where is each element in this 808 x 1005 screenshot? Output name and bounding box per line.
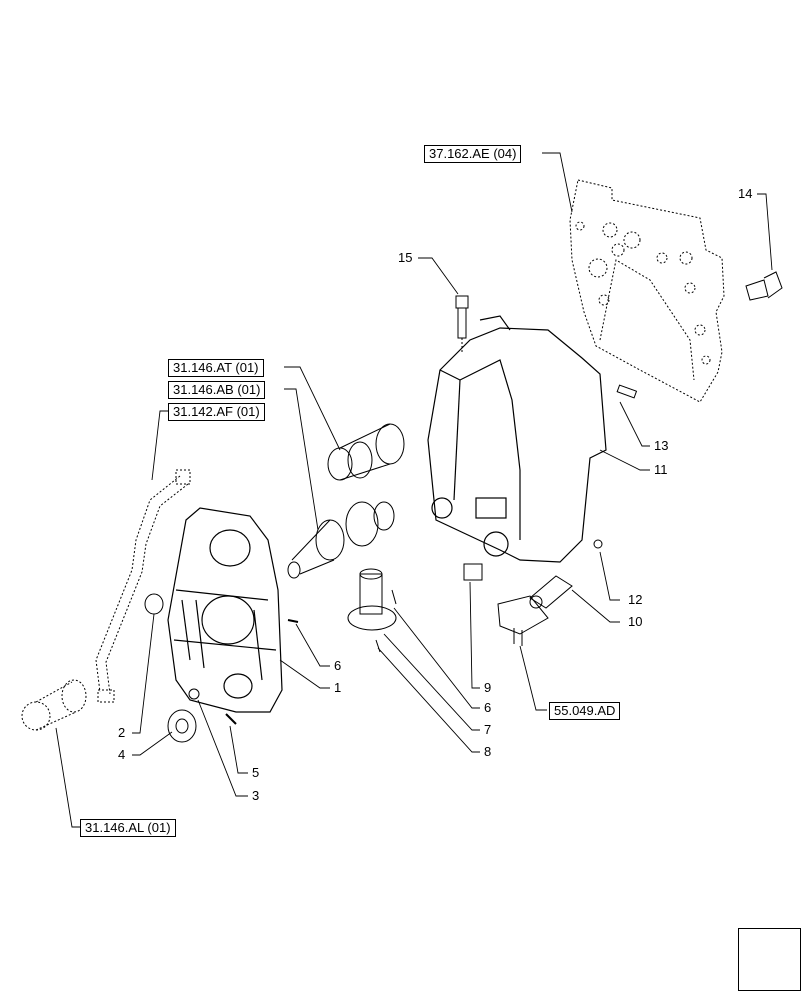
coupler-assembly: [347, 568, 397, 653]
pin-6: [287, 619, 299, 623]
ref-label-rear-plate[interactable]: 37.162.AE (04): [424, 145, 522, 163]
part-number-3: 3: [252, 788, 260, 803]
leader-lines: [55, 152, 773, 828]
part-number-6-right: 6: [484, 700, 492, 715]
screw-5: [225, 713, 237, 725]
sensor-10: [529, 575, 573, 609]
pin-13: [616, 384, 638, 399]
plug-9: [463, 563, 483, 581]
part-number-9: 9: [484, 680, 492, 695]
ref-label-connector[interactable]: 55.049.AD: [549, 702, 621, 720]
part-number-2: 2: [118, 725, 126, 740]
front-cover-1: [167, 507, 283, 713]
part-number-15: 15: [398, 250, 413, 265]
part-number-11: 11: [654, 462, 668, 477]
pipe: [95, 469, 191, 703]
part-number-8: 8: [484, 744, 492, 759]
part-number-5: 5: [252, 765, 260, 780]
ref-label-cylinder[interactable]: 31.146.AL (01): [80, 819, 176, 837]
rear-plate: [569, 179, 725, 403]
bearing-2: [144, 593, 164, 615]
part-number-1: 1: [334, 680, 342, 695]
bolt-14: [745, 271, 783, 301]
gear-assembly: [287, 423, 405, 579]
screw-3: [188, 688, 200, 700]
part-number-4: 4: [118, 747, 126, 762]
part-number-7: 7: [484, 722, 492, 737]
screw-12: [593, 539, 603, 549]
ref-label-gear-2[interactable]: 31.146.AB (01): [168, 381, 266, 399]
part-number-10: 10: [628, 614, 643, 629]
pin-15: [455, 295, 469, 352]
ref-label-pipe[interactable]: 31.142.AF (01): [168, 403, 265, 421]
part-number-14: 14: [738, 186, 753, 201]
part-number-6-left: 6: [334, 658, 342, 673]
seal-4: [167, 709, 197, 743]
next-page-button[interactable]: [738, 928, 801, 991]
cylinder: [21, 679, 87, 731]
connector-block: [497, 595, 549, 646]
part-number-13: 13: [654, 438, 669, 453]
part-number-12: 12: [628, 592, 643, 607]
ref-label-gear-1[interactable]: 31.146.AT (01): [168, 359, 264, 377]
housing-11: [427, 315, 607, 563]
